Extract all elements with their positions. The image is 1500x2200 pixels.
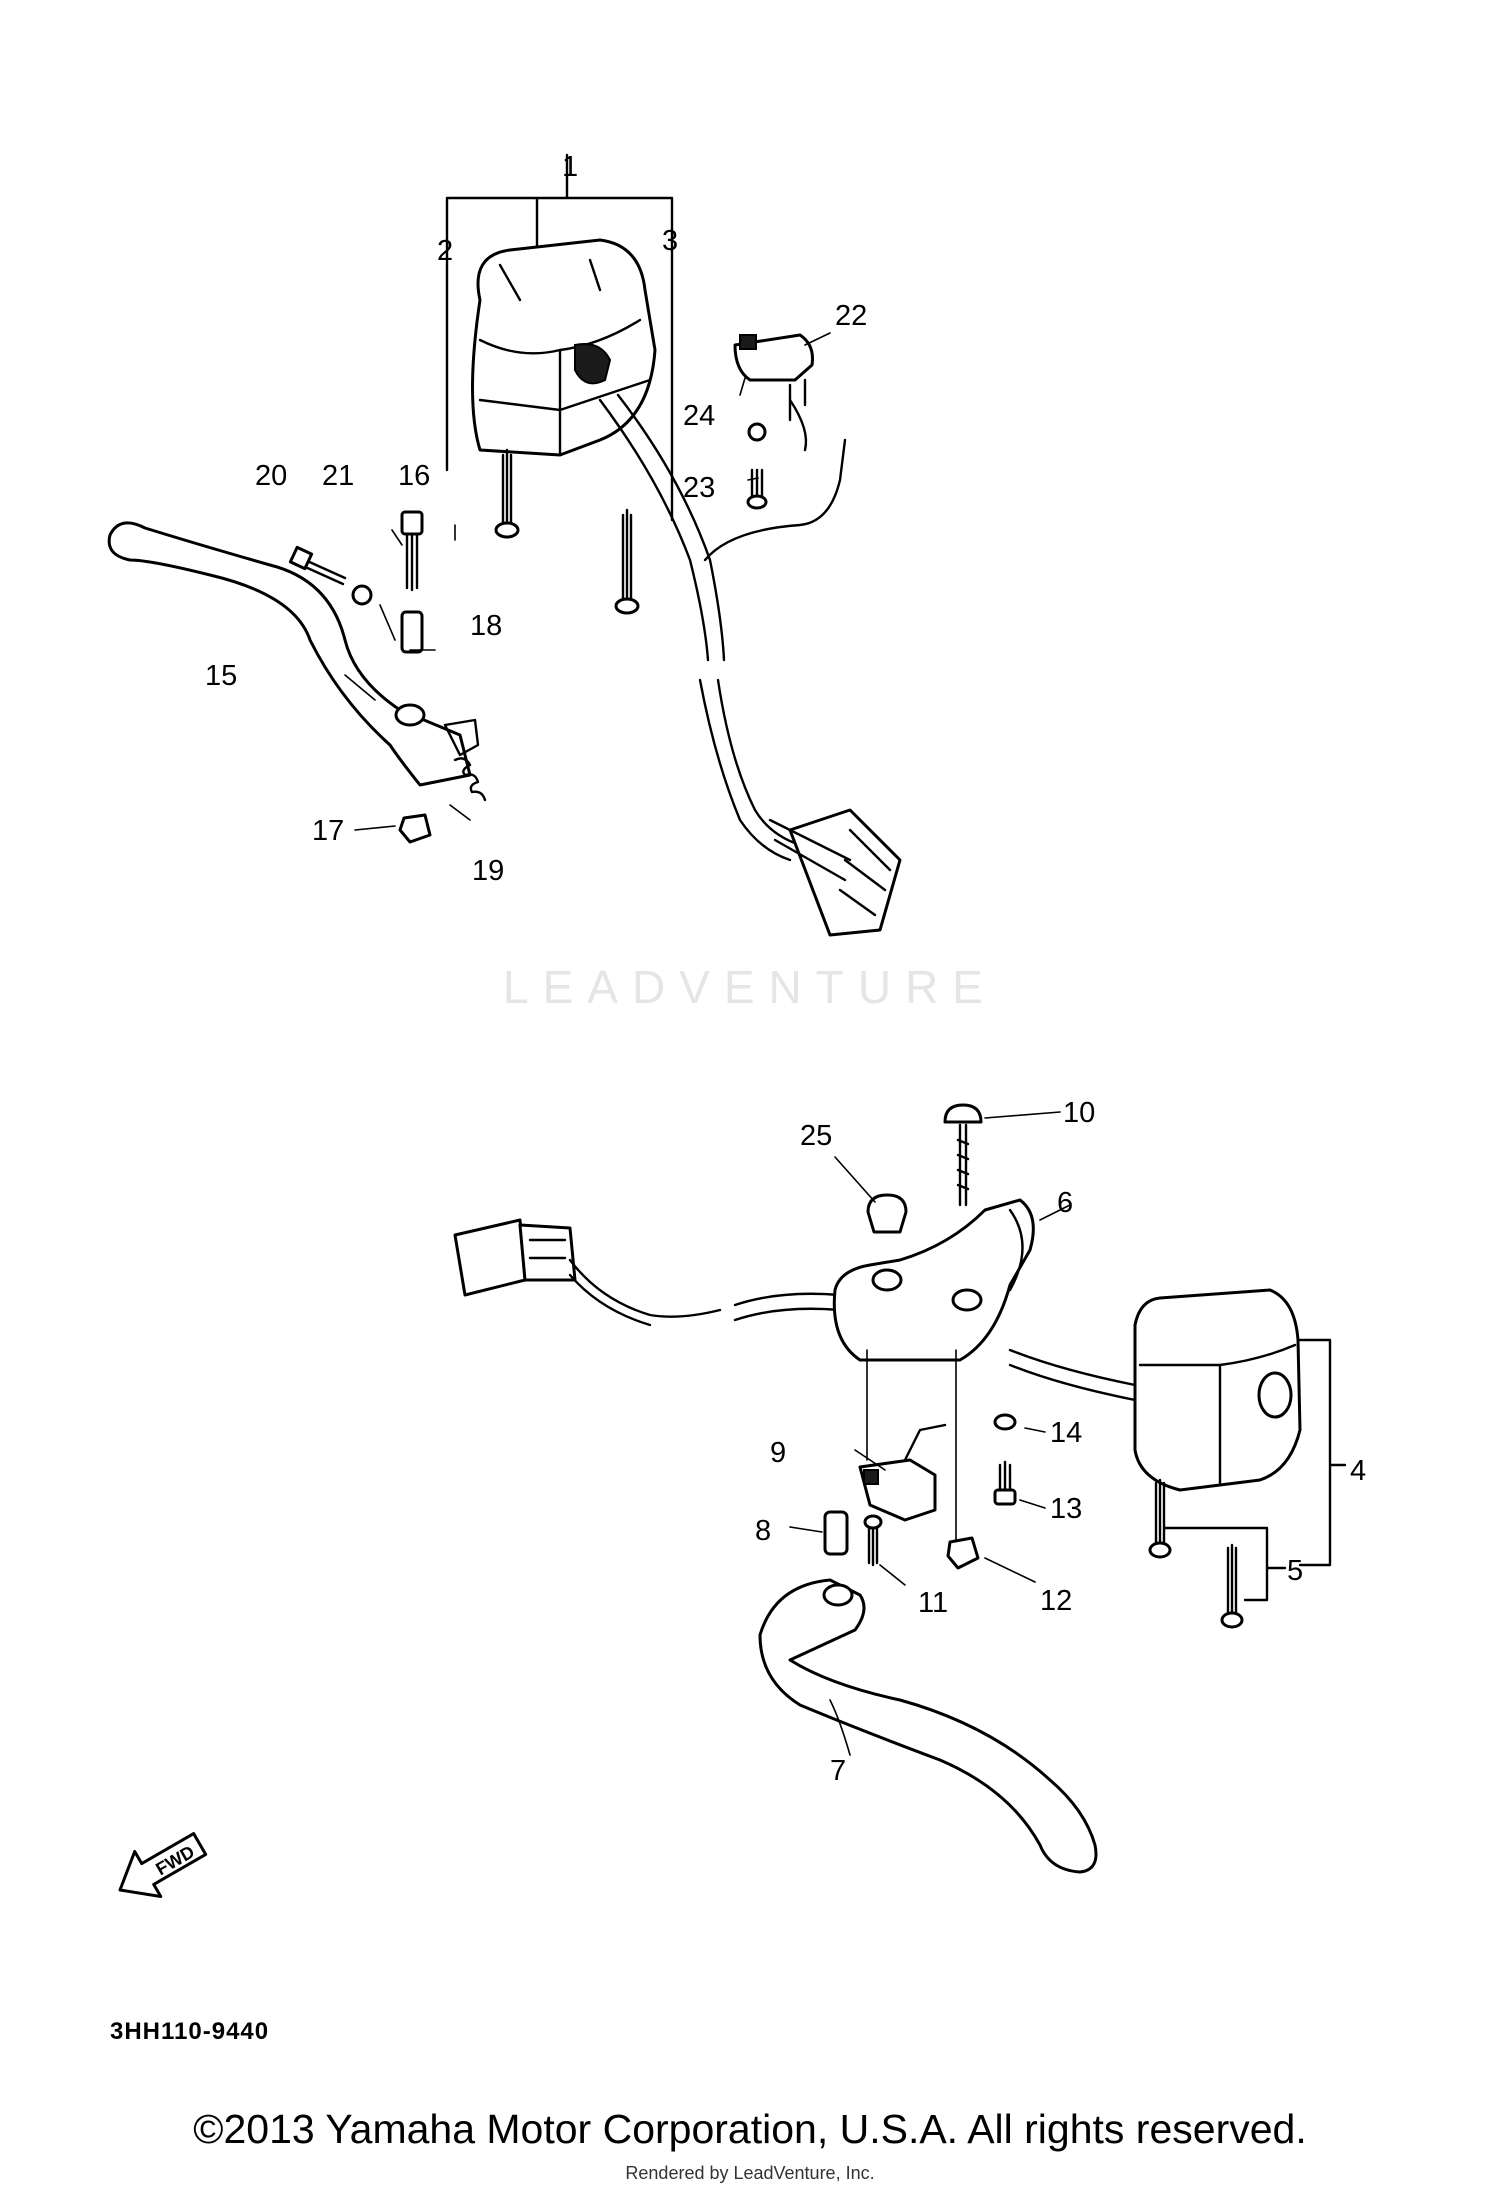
part-label: 8 — [755, 1515, 771, 1547]
part-label: 7 — [830, 1755, 846, 1787]
part-label: 25 — [800, 1120, 832, 1152]
part-label: 9 — [770, 1437, 786, 1469]
part-label: 20 — [255, 460, 287, 492]
screw-part-20 — [301, 558, 347, 586]
bracket-part-1 — [445, 153, 674, 522]
part-label: 22 — [835, 300, 867, 332]
lower-harness-cable — [733, 1292, 842, 1307]
part-label: 13 — [1050, 1493, 1082, 1525]
part-label: 2 — [437, 235, 453, 267]
lever-holder-part-6 — [832, 1198, 1035, 1362]
clutch-lever-part-7 — [758, 1578, 1098, 1874]
screw-part-24 — [747, 422, 767, 442]
screw-part-3 — [621, 508, 633, 607]
brake-lever-part-15 — [107, 521, 480, 787]
lower-assembly — [453, 1103, 1347, 1874]
screw-part-10 — [943, 1103, 983, 1124]
part-label: 17 — [312, 815, 344, 847]
washer-part-14 — [993, 1413, 1017, 1431]
part-label: 18 — [470, 610, 502, 642]
part-label: 21 — [322, 460, 354, 492]
part-label: 12 — [1040, 1585, 1072, 1617]
upper-assembly — [107, 153, 902, 937]
cap-part-25 — [866, 1193, 908, 1234]
right-switch-cable — [1008, 1348, 1137, 1402]
part-label: 14 — [1050, 1417, 1082, 1449]
copyright-notice: ©2013 Yamaha Motor Corporation, U.S.A. A… — [193, 2106, 1307, 2152]
screw-head-part-3 — [614, 597, 640, 615]
catalog-code: 3HH110-9440 — [110, 2018, 270, 2045]
part-label: 10 — [1063, 1097, 1095, 1129]
right-handlebar-switch — [1133, 1288, 1302, 1492]
part-label: 6 — [1057, 1187, 1073, 1219]
part-label: 19 — [472, 855, 504, 887]
part-label: 11 — [918, 1587, 948, 1619]
part-label: 3 — [662, 225, 678, 257]
part-labels: 1 2 3 15 16 17 18 19 20 21 22 23 24 4 5 … — [205, 151, 1366, 1787]
upper-harness-cable — [598, 398, 710, 662]
lower-harness-connector — [453, 1218, 722, 1327]
upper-harness-connector — [768, 808, 902, 937]
screw-part-5a — [1154, 1478, 1166, 1547]
rendered-by-credit: Rendered by LeadVenture, Inc. — [625, 2163, 875, 2183]
bolt-part-16 — [405, 526, 419, 592]
nut-part-12 — [946, 1536, 980, 1570]
screw-part-2 — [501, 448, 513, 530]
nut-part-21 — [351, 584, 373, 606]
screw-part-11 — [867, 1523, 879, 1567]
part-label: 23 — [683, 472, 715, 504]
part-label: 16 — [398, 460, 430, 492]
bracket-part-5 — [1163, 1526, 1287, 1602]
front-brake-switch-part-22 — [733, 333, 814, 452]
leadventure-watermark: LEADVENTURE — [503, 961, 997, 1013]
part-label: 5 — [1287, 1555, 1303, 1587]
part-label: 24 — [683, 400, 715, 432]
left-handlebar-switch — [471, 238, 657, 457]
spring-part-19 — [453, 757, 487, 802]
bracket-part-4 — [1298, 1338, 1347, 1567]
part-label: 4 — [1350, 1455, 1366, 1487]
forward-direction-arrow-icon: FWD — [118, 1832, 208, 1899]
part-label: 1 — [562, 151, 578, 183]
nut-part-17 — [398, 813, 432, 844]
collar-part-18 — [400, 610, 424, 654]
screw-part-5b — [1226, 1543, 1238, 1617]
part-label: 15 — [205, 660, 237, 692]
screw-head-part-2 — [494, 521, 520, 539]
collar-part-8 — [823, 1510, 849, 1556]
clutch-switch-part-9 — [858, 1423, 947, 1522]
